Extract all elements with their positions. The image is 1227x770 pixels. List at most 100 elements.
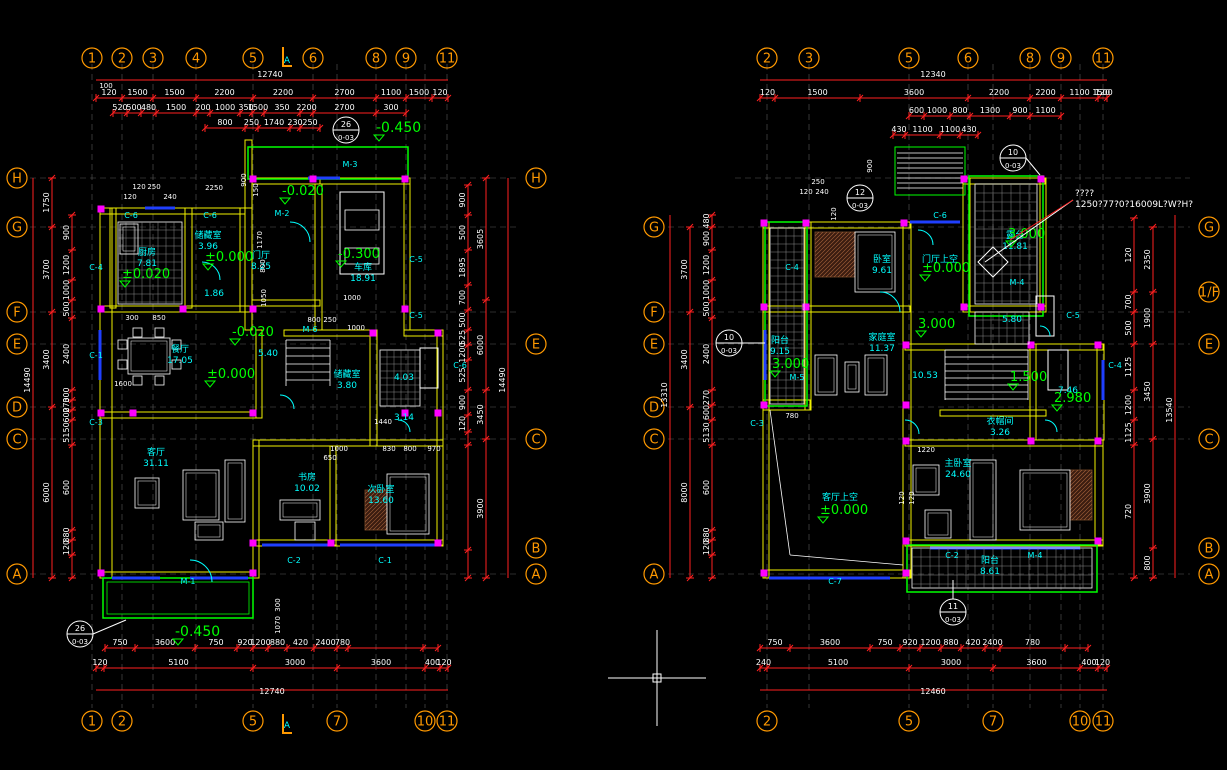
right-room-area: 8.61 [980,567,1000,577]
left-dim-mid-right-label: 3900 [476,498,485,518]
right-bedroom-bed-head-hatch [814,231,848,265]
left-dim-inner-left-tick [68,314,76,322]
left-door-swing [189,559,213,583]
right-dim-bottom-row2-label: 120 [1095,658,1110,667]
right-master-bed-head-hatch [1071,499,1093,521]
right-dim-inner-left-label: 5130 [702,422,711,442]
left-bottom-axis-1-circle [81,710,103,732]
left-top-axis-1: 1 [88,52,96,67]
right-dim-inner-right-tick [1130,214,1138,222]
left-dim-inner-right-tick [464,574,472,582]
left-bottom-axis-10-circle [414,710,436,732]
right-right-axis-B-circle [1198,537,1220,559]
left-door-swing [279,394,295,410]
left-dim-mid-right-tick [482,435,490,443]
right-door-tag: C-4 [1108,361,1122,370]
left-level-mark-top: -0.450 [376,120,421,136]
left-left-axis-F-circle [6,301,28,323]
left-misc-dim: 800 [403,445,416,453]
left-dim-top-row1-tick [118,94,126,102]
left-dim-inner-left-label: 2400 [62,344,71,364]
right-dim-mid-left-label: 3700 [680,259,689,279]
left-dim-inner-left-label: 270 [62,397,71,412]
section-marker-top-label: A [284,56,291,66]
left-dim-top-row2-label: 350 [274,103,289,112]
left-small-area: 1.86 [204,289,224,299]
right-dim-inner-left-tick [708,386,716,394]
left-dim-top-row1-label: 1500 [164,88,184,97]
right-column-post [760,303,768,311]
right-master-bed-head-hatch [1087,515,1093,521]
left-door-tag: M-3 [343,160,358,169]
left-level-mark: -0.020 [282,184,324,199]
right-detail-ref-4-sheet: 0-03 [945,616,961,624]
left-dim-bottom-row1-tick [264,644,272,652]
left-column-post [401,175,409,183]
right-bottom-axis-2: 2 [763,715,771,730]
left-wall [99,305,253,313]
right-wall [904,343,1104,351]
left-level-mark-triangle [171,638,185,646]
right-dim-total-top: 12340 [920,70,945,79]
right-dim-inner-left-tick [708,416,716,424]
left-column-post [434,539,442,547]
left-column-post [97,205,105,213]
left-misc-dim: 800 [259,259,267,272]
left-bed-headboard-hatch [364,489,378,503]
right-dim-inner-right-tick [1130,416,1138,424]
left-bed-headboard-hatch [364,489,386,511]
right-bottom-axis-5-circle [898,710,920,732]
left-room-area: 3.96 [198,242,218,252]
left-dim-bottom-row2-tick [444,664,452,672]
right-dim-inner-left-tick [708,536,716,544]
left-dim-mid-left-label: 3400 [42,349,51,369]
left-detail-ref-bottom-num: 26 [75,624,85,633]
left-dim-inner-right-tick [464,546,472,554]
left-dim-inner-left-label: 600 [62,407,71,422]
right-detail-ref-1-sheet: 0-03 [852,202,868,210]
right-dim-bottom-row1-label: 750 [767,638,782,647]
left-dim-top-row1-tick [444,94,452,102]
left-column-post [249,569,257,577]
left-column-post [434,409,442,417]
right-dim-bottom-row1-label: 920 [902,638,917,647]
right-dim-top-row2-label: 1100 [1035,106,1055,115]
left-misc-dim: 1440 [374,418,392,426]
right-dim-top-row1-label: 1100 [1069,88,1089,97]
right-dim-top-row3-tick [936,131,944,139]
right-dim-top-row1-tick [1026,94,1034,102]
left-study-desk [279,499,321,521]
right-door-swing [1044,419,1058,433]
left-dim-top-row3-tick [316,124,324,132]
right-dim-mid-right-label: 3900 [1143,483,1152,503]
left-dim-mid-right-tick [482,386,490,394]
right-top-axis-5-circle [898,47,920,69]
left-left-axis-H: H [12,172,22,187]
left-dim-bottom-row2-label: 3600 [371,658,391,667]
left-right-axis-H-circle [525,167,547,189]
right-dim-inner-right-tick [1130,288,1138,296]
left-dim-inner-right-label: 525 [458,367,467,382]
left-misc-dim: 1600 [114,380,132,388]
left-dim-inner-right-label: 500 [458,225,467,240]
right-detail-ref-3-num: 10 [724,333,734,342]
left-level-mark: -0.450 [175,624,220,640]
left-dim-top-row3-label: 250 [244,118,259,127]
left-misc-dim: 970 [427,445,440,453]
right-dim-inner-left-label: 1200 [702,255,711,275]
right-terrace-ne [968,175,1044,317]
left-room-name: 次卧室 [367,483,394,495]
right-column-post [760,401,768,409]
right-column-post [1094,437,1102,445]
right-room-name: 卧室 [873,253,891,265]
right-dim-top-row3-tick [901,131,909,139]
right-right-axis-C: C [1204,433,1213,448]
right-dim-top-row1-tick [964,94,972,102]
right-left-axis-A: A [650,568,659,583]
right-column-post [1094,341,1102,349]
left-bottom-axis-10: 10 [417,715,434,730]
left-room-area: 17.05 [167,356,193,366]
right-door-swing [1039,325,1051,337]
right-small-area: 7.46 [1058,386,1078,396]
left-bottom-axis-2-circle [111,710,133,732]
